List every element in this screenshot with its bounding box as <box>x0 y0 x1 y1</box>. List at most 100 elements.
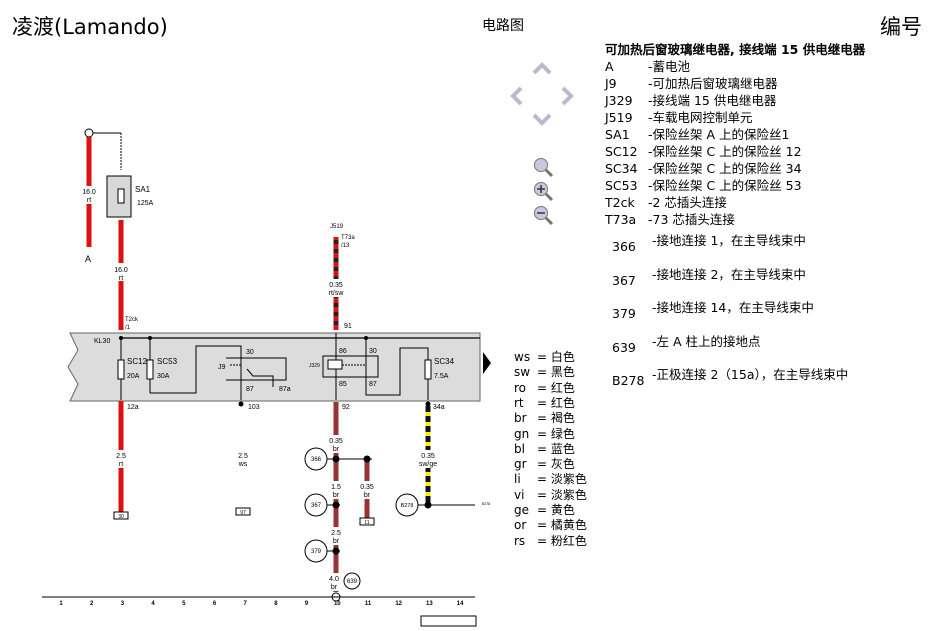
wire-label: sw/ge <box>419 461 437 468</box>
fuse-rating: 7.5A <box>434 373 449 380</box>
terminal-box: 11 <box>364 520 369 526</box>
wire-label: 1.5 <box>331 484 341 491</box>
legend-desc: -保险丝架 C 上的保险丝 12 <box>648 144 802 159</box>
pin-label: 91 <box>344 323 352 330</box>
ground-desc: -左 A 柱上的接地点 <box>652 333 761 349</box>
wire-label: rt/sw <box>329 290 345 297</box>
color-name: = 绿色 <box>537 426 575 441</box>
ground-point-366 <box>304 447 328 471</box>
relay-label: J329 <box>309 363 320 369</box>
pan-down-icon[interactable] <box>531 112 553 126</box>
color-code: gn <box>514 426 530 441</box>
ground-label: 379 <box>311 549 322 555</box>
legend-desc: -蓄电池 <box>648 59 691 74</box>
relay-J9 <box>226 357 287 381</box>
legend-code: SC34 <box>605 161 638 176</box>
pin-label: 30 <box>246 349 254 356</box>
fuse-label: SC53 <box>157 357 178 366</box>
ground-desc: -接地连接 1，在主导线束中 <box>652 233 806 248</box>
legend-code: T73a <box>605 212 637 227</box>
color-name: = 淡紫色 <box>537 472 587 487</box>
color-name: = 粉红色 <box>537 533 587 548</box>
connector-pin: /13 <box>341 243 350 249</box>
app-title: 凌渡(Lamando) <box>12 15 168 39</box>
legend-code: SA1 <box>605 127 630 142</box>
legend-code: SC53 <box>605 178 638 193</box>
wire-label: 0.35 <box>329 282 343 289</box>
ground-label: 366 <box>311 457 322 463</box>
legend-code: J329 <box>605 93 633 108</box>
connection-tag: B278 <box>482 502 490 506</box>
color-code: br <box>514 411 527 426</box>
fuse-SC12 <box>117 359 125 380</box>
column-number: 1 <box>59 601 63 607</box>
zoom-out-icon[interactable] <box>532 204 554 226</box>
pan-up-icon[interactable] <box>531 62 553 76</box>
pan-left-icon[interactable] <box>510 85 524 107</box>
legend-desc: -保险丝架 C 上的保险丝 34 <box>648 161 802 176</box>
ground-desc: -接地连接 2，在主导线束中 <box>652 266 806 282</box>
color-code: vi <box>514 487 525 502</box>
pan-right-icon[interactable] <box>560 85 574 107</box>
wire-label: rt <box>87 197 91 204</box>
zoom-in-icon[interactable] <box>532 180 554 202</box>
pin-label: 87 <box>246 386 254 393</box>
wire-label: 16.0 <box>114 267 128 274</box>
legend-desc: -保险丝架 A 上的保险丝1 <box>648 127 790 142</box>
color-name: = 红色 <box>537 395 575 410</box>
legend-desc: -车载电网控制单元 <box>648 110 753 125</box>
color-code: ro <box>514 380 527 395</box>
ground-label: 367 <box>311 503 322 509</box>
legend-desc: -保险丝架 C 上的保险丝 53 <box>648 178 802 193</box>
wire-label: br <box>331 584 338 591</box>
column-number: 10 <box>334 601 341 607</box>
column-number: 8 <box>274 601 278 607</box>
pin-label: 103 <box>248 404 260 411</box>
wire-label: 2.5 <box>238 453 248 460</box>
ground-code: 366 <box>612 239 636 254</box>
connection-label: B278 <box>401 503 414 509</box>
fuse-label: SC34 <box>434 357 455 366</box>
color-name: = 灰色 <box>537 457 575 472</box>
ground-point-639 <box>343 572 361 590</box>
wire-label: rt <box>119 461 123 468</box>
kl30-label: KL30 <box>94 338 110 345</box>
battery-terminal <box>84 128 94 138</box>
column-number: 13 <box>426 601 433 607</box>
column-number: 2 <box>90 601 94 607</box>
color-name: = 黑色 <box>537 365 575 380</box>
wire-label: 0.35 <box>329 438 343 445</box>
pin-label: 12a <box>127 404 139 411</box>
continue-arrow-icon[interactable] <box>483 352 491 374</box>
legend-heading: 可加热后窗玻璃继电器, 接线端 15 供电继电器 <box>605 42 866 57</box>
number-label: 编号 <box>880 15 922 39</box>
column-number: 5 <box>182 601 186 607</box>
color-name: = 褐色 <box>537 411 575 426</box>
fuse-SC34 <box>424 359 432 380</box>
wire-label: ws <box>238 461 248 468</box>
color-name: = 黄色 <box>537 503 575 517</box>
color-code: ws <box>514 350 531 364</box>
color-name: = 淡紫色 <box>537 487 587 502</box>
legend-code: A <box>605 59 614 74</box>
legend-code: J9 <box>605 76 617 91</box>
column-number: 7 <box>244 601 248 607</box>
fuse-panel-band <box>67 332 481 402</box>
fuse-SC53 <box>146 359 154 380</box>
color-name: = 红色 <box>537 380 575 395</box>
legend-code: J519 <box>605 110 633 125</box>
pin-label: 87 <box>369 381 377 388</box>
ground-code: 639 <box>612 339 636 355</box>
zoom-fit-icon[interactable] <box>532 156 554 178</box>
control-unit-label: J519 <box>330 224 344 230</box>
wire-label: 4.0 <box>329 576 339 583</box>
fuse-rating: 30A <box>157 373 170 380</box>
color-code: rs <box>514 533 526 548</box>
pin-label: 86 <box>339 348 347 355</box>
column-number: 3 <box>121 601 125 607</box>
ground-point-367 <box>304 493 328 517</box>
connector-label: T2ck <box>125 317 139 323</box>
legend-code: T2ck <box>605 195 635 210</box>
